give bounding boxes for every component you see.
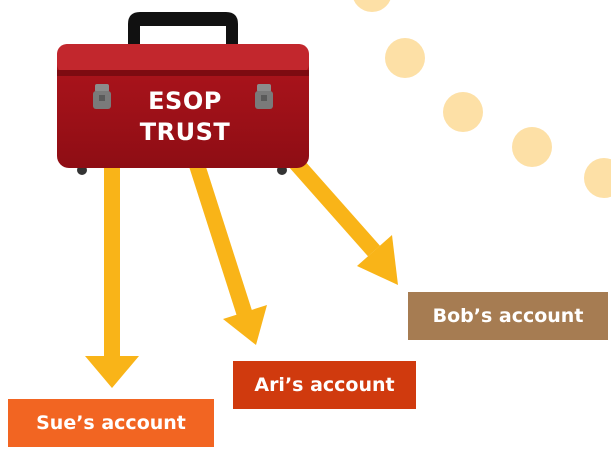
decorative-dot xyxy=(584,158,611,198)
ari-account-label: Ari’s account xyxy=(254,374,395,396)
decorative-dots xyxy=(353,0,611,198)
toolbox-handle xyxy=(128,12,238,44)
bob-account-label: Bob’s account xyxy=(432,305,584,327)
toolbox-title-line-2: TRUST xyxy=(139,118,231,146)
toolbox-title: ESOP TRUST xyxy=(125,86,245,148)
arrow-to-bob xyxy=(290,157,398,285)
arrow-to-sue xyxy=(85,168,139,388)
bob-account-box xyxy=(408,292,608,340)
toolbox-lid xyxy=(57,44,309,74)
decorative-dot xyxy=(512,127,552,167)
sue-account-label: Sue’s account xyxy=(36,412,186,434)
decorative-dot xyxy=(443,92,483,132)
right-latch-icon xyxy=(255,84,273,109)
toolbox-title-line-1: ESOP xyxy=(148,87,222,115)
sue-account-box xyxy=(8,399,214,447)
toolbox-lid-edge xyxy=(57,70,309,76)
arrow-to-ari xyxy=(188,159,267,345)
decorative-dot xyxy=(385,38,425,78)
decorative-dot xyxy=(353,0,391,12)
esop-trust-toolbox xyxy=(57,12,309,175)
left-latch-icon xyxy=(93,84,111,109)
ari-account-box xyxy=(233,361,416,409)
